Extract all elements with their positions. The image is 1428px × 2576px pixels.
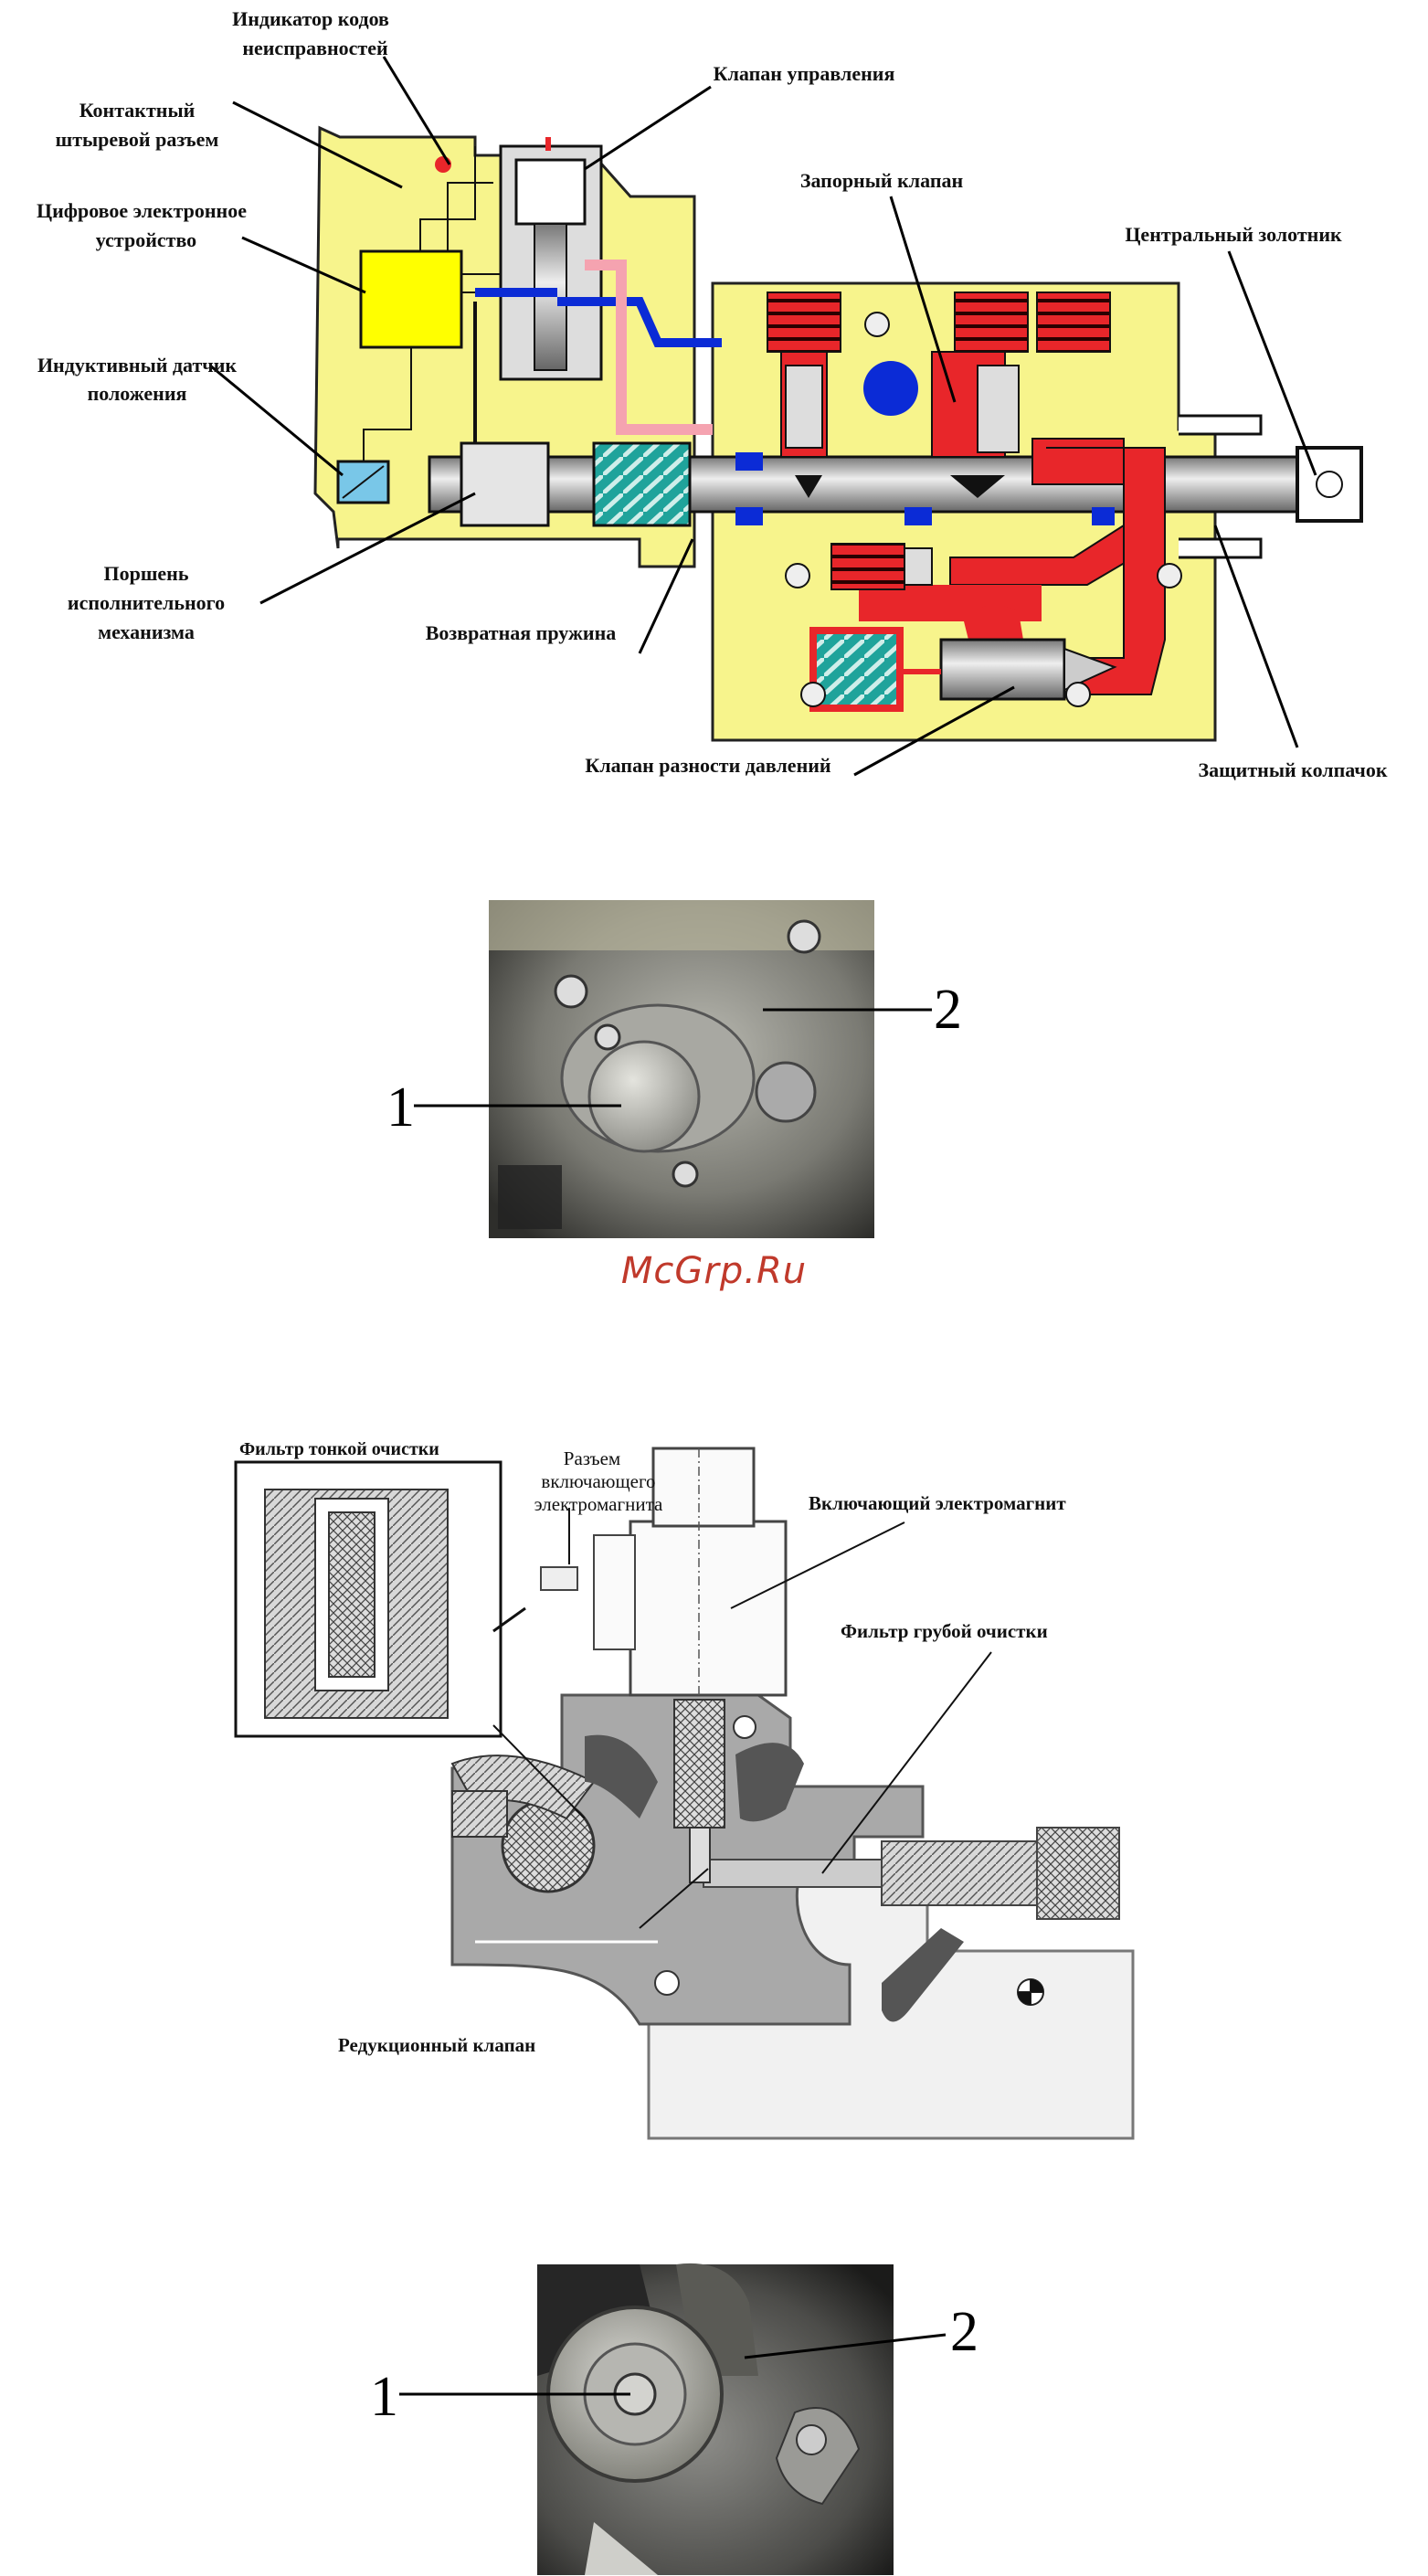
photo1-callout-2: 2: [934, 979, 962, 1041]
pink-line: [585, 260, 713, 435]
actuator-piston: [460, 441, 550, 527]
coarse-filter: [703, 1859, 883, 1888]
label-solenoid: Включающий электромагнит: [809, 1492, 1066, 1514]
label-pin-connector-2: штыревой разъем: [56, 128, 219, 151]
photo2-callout-2: 2: [950, 2301, 978, 2363]
label-connector-2: включающего: [541, 1470, 655, 1492]
watermark: McGrp.Ru: [620, 1250, 808, 1292]
label-piston-2: исполнительного: [68, 591, 225, 614]
photo1-cap: [587, 1040, 701, 1153]
reducing-valve-diagram: Фильтр тонкой очистки Разъем включающего…: [234, 1439, 1135, 2140]
label-ecu-2: устройство: [96, 228, 196, 251]
label-fault-indicator-1: Индикатор кодов: [232, 7, 389, 30]
label-pin-connector-1: Контактный: [79, 99, 196, 122]
label-diff-valve: Клапан разности давлений: [585, 754, 831, 777]
photo1-callout-1: 1: [386, 1076, 415, 1139]
diff-valve-spring: [809, 627, 904, 712]
label-check-valve: Запорный клапан: [800, 169, 964, 192]
label-piston-3: механизма: [98, 620, 195, 643]
photo-2: 1 2: [370, 2263, 978, 2575]
label-reducing-valve: Редукционный клапан: [338, 2034, 535, 2056]
label-return-spring: Возвратная пружина: [426, 621, 617, 644]
photo-1: 1 2: [386, 900, 962, 1238]
small-valve-spring: [830, 543, 905, 590]
ecu-box: [359, 249, 463, 349]
label-fault-indicator-2: неисправностей: [242, 37, 388, 59]
blue-line: [475, 288, 722, 347]
label-connector-1: Разъем: [564, 1447, 620, 1469]
label-sensor-2: положения: [88, 382, 187, 405]
label-fine-filter: Фильтр тонкой очистки: [239, 1439, 439, 1459]
label-piston-1: Поршень: [104, 562, 189, 585]
check-valve-spring-left: [767, 292, 841, 353]
label-connector-3: электромагнита: [534, 1493, 663, 1515]
main-shaft: [428, 455, 1363, 514]
photo2-callout-1: 1: [370, 2366, 398, 2428]
label-central-spool: Центральный золотник: [1125, 223, 1342, 246]
reducing-valve-spring: [673, 1699, 725, 1829]
label-control-valve: Клапан управления: [714, 62, 895, 85]
check-valve-spring-right: [1036, 292, 1111, 353]
label-coarse-filter: Фильтр грубой очистки: [841, 1620, 1048, 1642]
label-sensor-1: Индуктивный датчик: [37, 354, 237, 376]
label-ecu-1: Цифровое электронное: [37, 199, 247, 222]
label-protective-cap: Защитный колпачок: [1198, 758, 1387, 781]
diff-valve-spool: [939, 638, 1066, 701]
valve-block-diagram: Индикатор кодов неисправностей Контактны…: [37, 7, 1388, 781]
solenoid-body: [629, 1520, 788, 1697]
return-spring: [592, 441, 692, 527]
